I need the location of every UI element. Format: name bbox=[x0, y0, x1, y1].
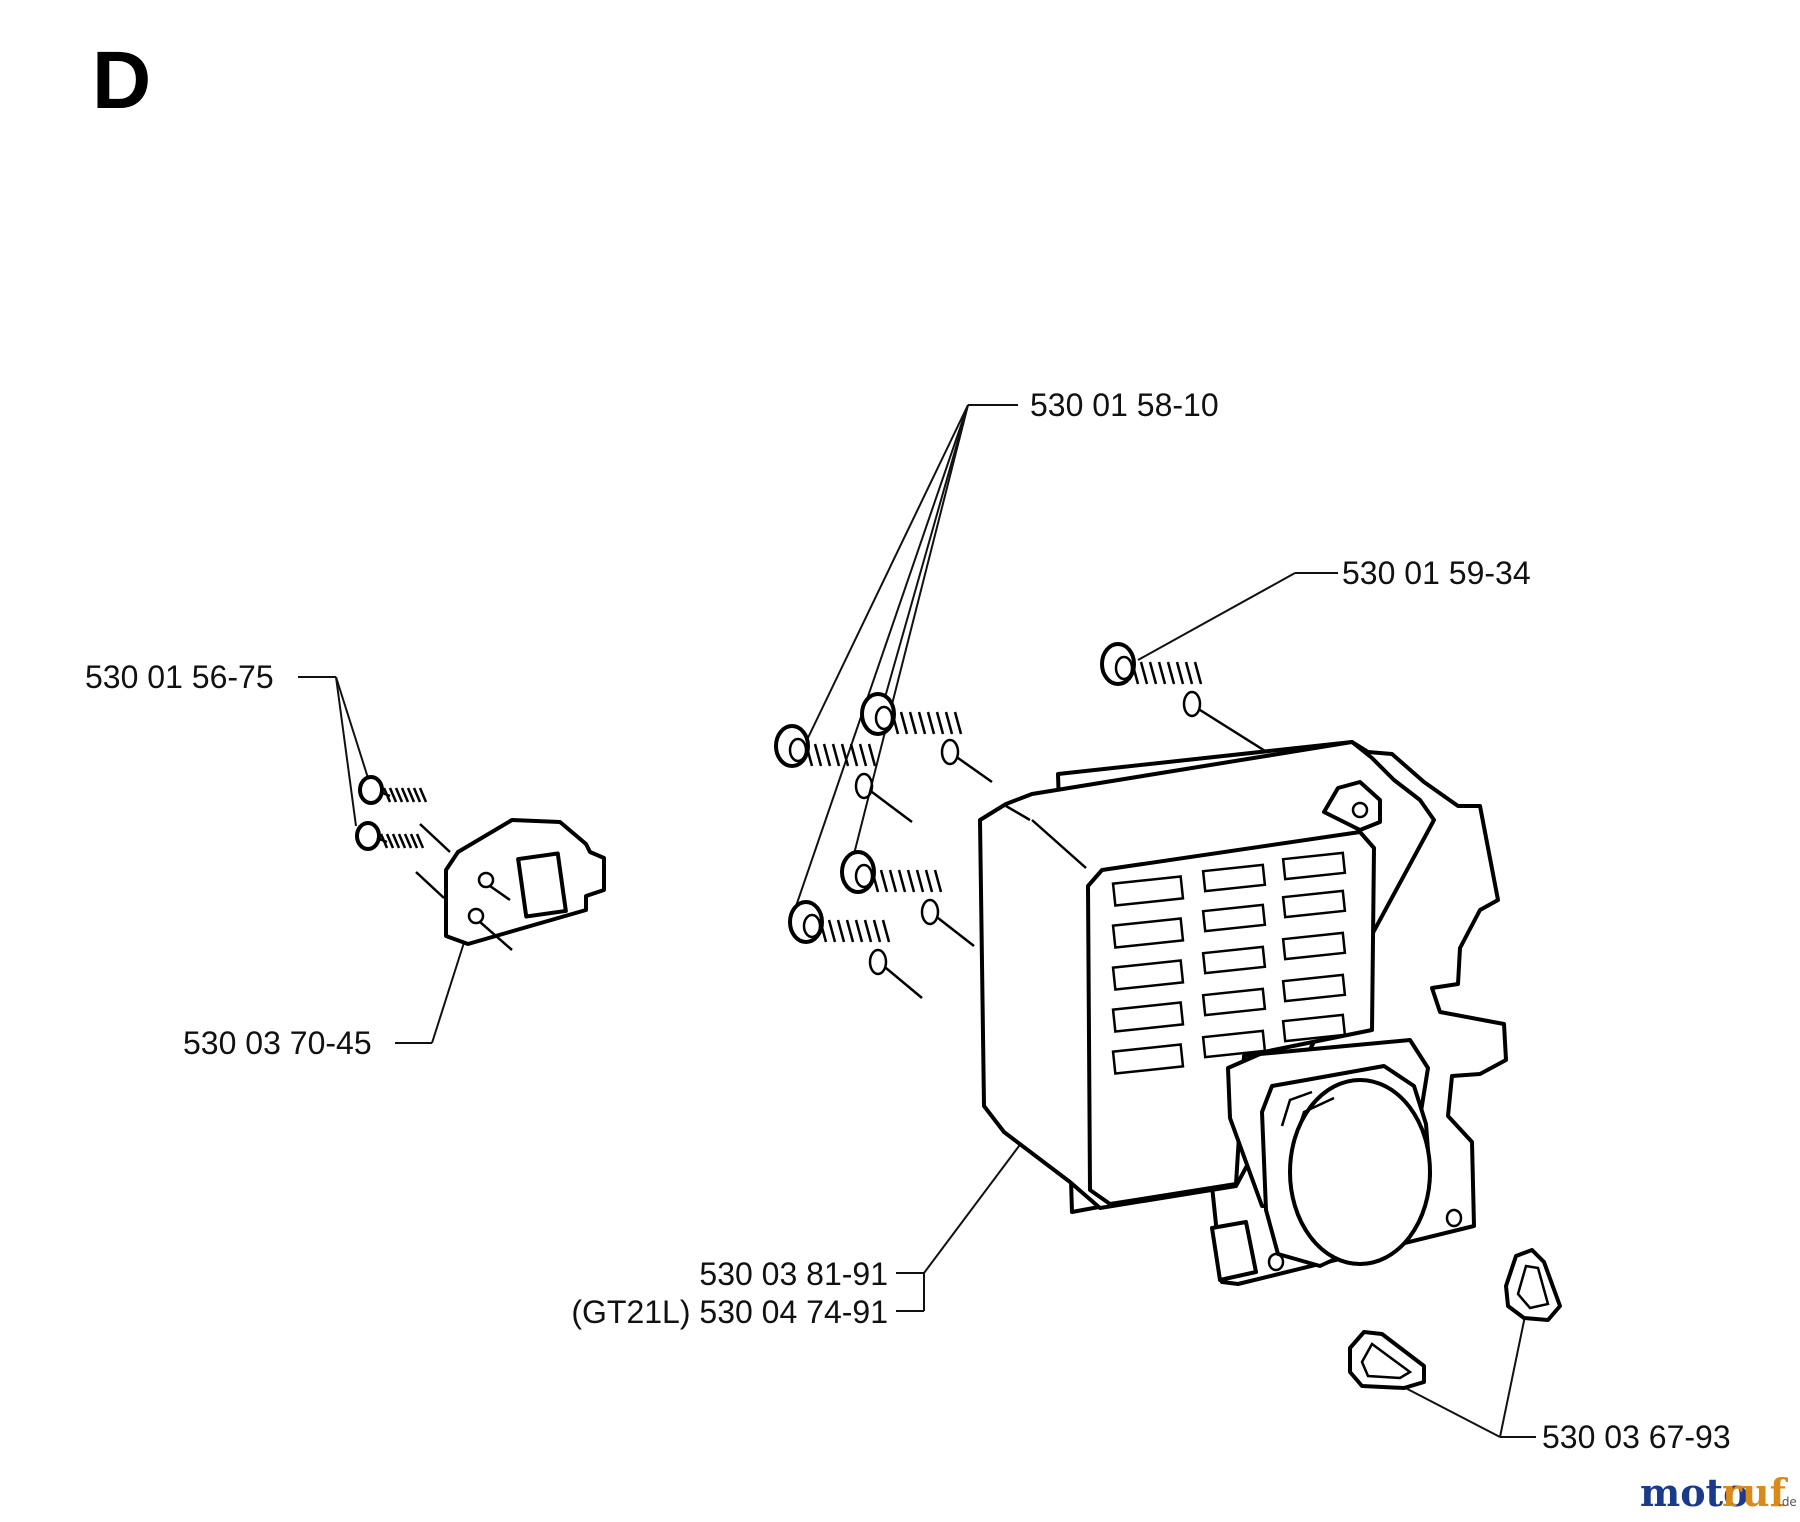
leader-lines bbox=[298, 404, 1536, 1438]
small-screw-upper bbox=[358, 775, 451, 853]
label-gt21l-530-04-74-91: (GT21L) 530 04 74-91 bbox=[571, 1294, 888, 1330]
label-530-01-59-34: 530 01 59-34 bbox=[1342, 555, 1531, 591]
bracket-part bbox=[444, 818, 606, 951]
small-screw-lower bbox=[355, 821, 445, 899]
section-letter: D bbox=[92, 35, 151, 126]
screw-bottom-left bbox=[788, 900, 923, 999]
label-530-01-58-10: 530 01 58-10 bbox=[1030, 387, 1219, 423]
vent-slots bbox=[1111, 851, 1347, 1075]
label-530-03-70-45: 530 03 70-45 bbox=[183, 1025, 372, 1061]
plug-upper bbox=[1504, 1248, 1562, 1322]
cover-part bbox=[978, 740, 1508, 1286]
watermark-brand-a: moto bbox=[1640, 1470, 1748, 1515]
screw-bottom-right bbox=[840, 850, 975, 947]
watermark-brand-b: ruf bbox=[1722, 1470, 1789, 1515]
label-530-03-81-91: 530 03 81-91 bbox=[699, 1256, 888, 1292]
screw-top-left bbox=[774, 724, 913, 823]
watermark-logo: moto ruf .de bbox=[1640, 1470, 1797, 1515]
watermark-suffix: .de bbox=[1778, 1495, 1797, 1509]
screw-top-right bbox=[860, 692, 993, 784]
label-530-01-56-75: 530 01 56-75 bbox=[85, 659, 274, 695]
label-530-03-67-93: 530 03 67-93 bbox=[1542, 1419, 1731, 1455]
plug-lower bbox=[1348, 1330, 1426, 1390]
